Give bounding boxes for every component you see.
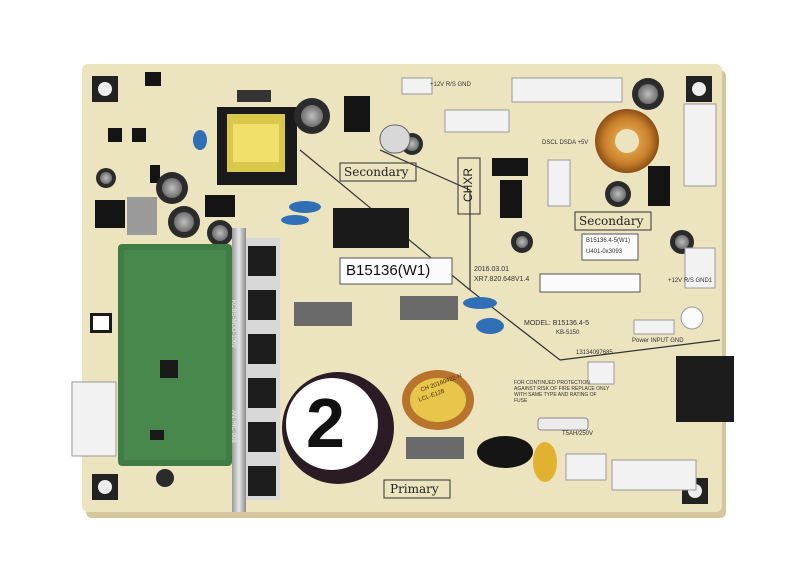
chxr-box bbox=[457, 157, 481, 215]
dscl-label: DSCL DSDA +5V bbox=[542, 140, 589, 146]
fuse-rating-label: T5AH/250V bbox=[562, 431, 594, 437]
part-number-label: XR7.820.648V1.4 bbox=[474, 276, 530, 283]
capacitor-number-label: 2 bbox=[306, 384, 345, 462]
secondary-label-top: Secondary bbox=[344, 165, 409, 179]
y-capacitor bbox=[533, 442, 557, 482]
copper-toroid bbox=[595, 109, 659, 173]
rs-gnd-right-label: +12V R/S GND1 bbox=[668, 278, 713, 284]
fuse-warning-label: FOR CONTINUED PROTECTION AGAINST RISK OF… bbox=[514, 380, 610, 404]
kb-code-label: KB-5150 bbox=[556, 330, 580, 336]
secondary-box-right bbox=[574, 211, 652, 231]
heatsink bbox=[232, 228, 280, 512]
model-label: B15136(W1) bbox=[346, 262, 431, 279]
fuse bbox=[537, 417, 589, 431]
electrolytic-capacitors bbox=[96, 78, 694, 487]
relay bbox=[676, 356, 734, 422]
secondary-label-right: Secondary bbox=[579, 214, 644, 228]
green-module bbox=[90, 244, 232, 466]
sticker-line2: U401-0x3093 bbox=[586, 249, 623, 255]
model-line-label: MODEL: B15136.4-5 bbox=[524, 320, 589, 327]
common-mode-choke bbox=[402, 370, 474, 430]
barcode-sticker bbox=[539, 273, 641, 293]
power-input-label: Power INPUT GND bbox=[632, 338, 684, 344]
rs-gnd-top-label: +12V R/S GND bbox=[430, 82, 471, 88]
sticker-box bbox=[581, 233, 639, 261]
chxr-label: CHXR bbox=[461, 167, 475, 202]
sticker-line1: B15136.4-5(W1) bbox=[586, 238, 631, 244]
date-label: 2016.03.01 bbox=[474, 266, 510, 273]
bulk-capacitor bbox=[282, 372, 394, 484]
secondary-box-top bbox=[339, 162, 417, 182]
heatsink-text: KCBS-MOD-1009 bbox=[230, 300, 236, 348]
transformer bbox=[217, 90, 297, 185]
white-connectors bbox=[71, 77, 717, 491]
voltage-regulators bbox=[344, 96, 670, 218]
component-codes-label: 13134097685 bbox=[576, 350, 613, 356]
model-label-box bbox=[339, 257, 453, 285]
heatsink-text-2: AN-HIC-008 bbox=[230, 410, 236, 443]
primary-label: Primary bbox=[390, 482, 439, 496]
primary-box bbox=[383, 479, 451, 499]
bridge-rectifier bbox=[333, 208, 409, 248]
power-resistors bbox=[294, 296, 464, 459]
smd-components-top-left bbox=[95, 72, 235, 235]
varistor bbox=[477, 436, 533, 468]
